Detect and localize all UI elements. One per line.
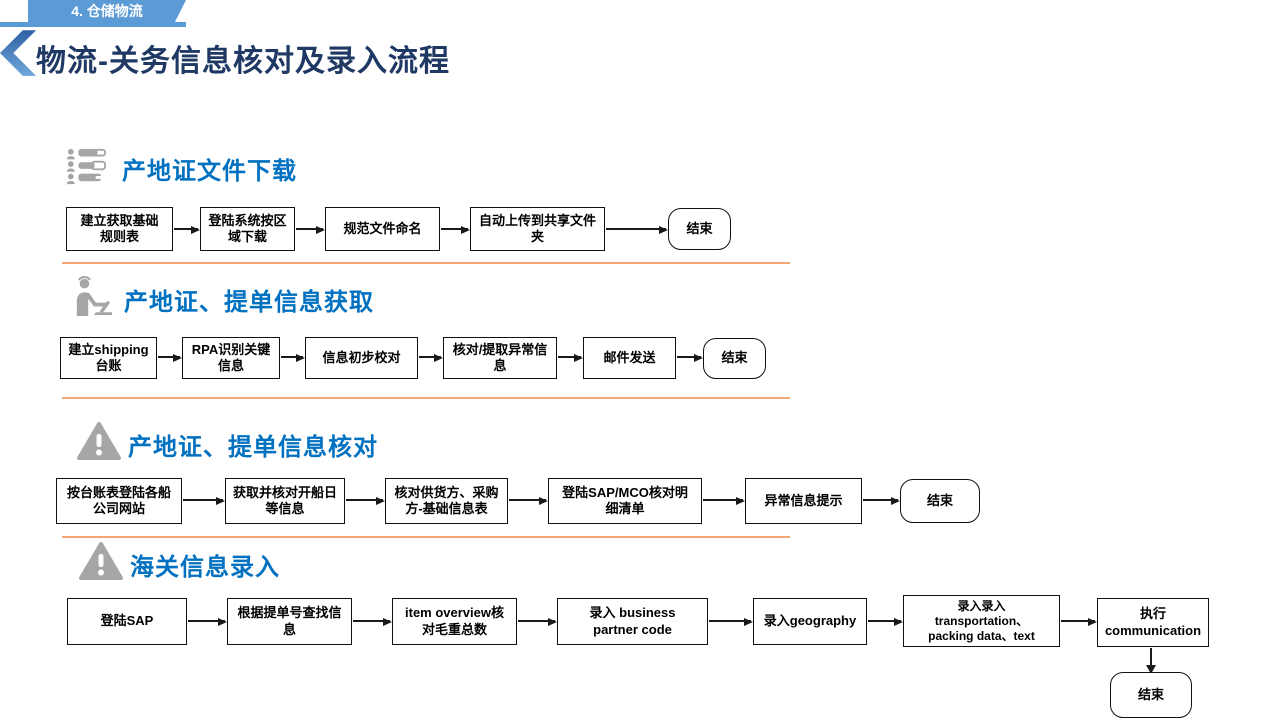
- flow-step: 建立shipping 台账: [60, 337, 157, 379]
- flow-arrow: [281, 354, 305, 362]
- flow-step: 自动上传到共享文件 夹: [470, 207, 605, 251]
- flow-step: RPA识别关键 信息: [182, 337, 280, 379]
- flow-terminator: 结束: [668, 208, 731, 250]
- flow-arrow: [353, 618, 392, 626]
- section-divider: [62, 536, 790, 538]
- section-heading: 产地证文件下载: [122, 158, 297, 185]
- section-tab: 4. 仓储物流: [28, 0, 186, 22]
- flow-arrow: [441, 226, 470, 234]
- flow-step: 登陆系统按区 域下载: [200, 207, 295, 251]
- flow-arrow: [188, 618, 227, 626]
- flow-arrow: [1061, 618, 1097, 626]
- flow-arrow: [677, 354, 703, 362]
- tab-underline: [0, 22, 186, 27]
- flow-arrow: [509, 497, 548, 505]
- flow-arrow: [868, 618, 903, 626]
- flow-arrow: [709, 618, 753, 626]
- section-heading: 产地证、提单信息获取: [124, 289, 374, 316]
- page-title: 物流-关务信息核对及录入流程: [36, 45, 450, 78]
- flow-step: 邮件发送: [583, 337, 676, 379]
- flow-step: 根据提单号查找信 息: [227, 598, 352, 645]
- flow-step: 核对供货方、采购 方-基础信息表: [385, 478, 508, 524]
- flow-terminator: 结束: [1110, 672, 1192, 718]
- section-heading: 产地证、提单信息核对: [128, 434, 378, 461]
- flow-step: 异常信息提示: [745, 478, 862, 524]
- flow-terminator: 结束: [703, 338, 766, 379]
- flow-arrow: [419, 354, 443, 362]
- flow-arrow-down: [1146, 648, 1156, 674]
- warning-icon: [79, 542, 123, 580]
- flow-step: 登陆SAP: [67, 598, 187, 645]
- flow-step: 执行 communication: [1097, 598, 1209, 647]
- flow-terminator: 结束: [900, 479, 980, 523]
- section-divider: [62, 262, 790, 264]
- operator-laptop-icon: [76, 276, 113, 316]
- chevron-left-icon: [0, 30, 37, 76]
- flow-arrow: [158, 354, 182, 362]
- flow-arrow: [606, 226, 668, 234]
- flow-arrow: [703, 497, 745, 505]
- section-divider: [62, 397, 790, 399]
- flow-step: 录入 business partner code: [557, 598, 708, 645]
- warning-icon: [77, 422, 121, 460]
- flow-step: 录入录入 transportation、 packing data、text: [903, 595, 1060, 647]
- flow-arrow: [518, 618, 557, 626]
- section-heading: 海关信息录入: [130, 554, 280, 581]
- flow-arrow: [863, 497, 900, 505]
- flow-arrow: [558, 354, 583, 362]
- flow-step: 获取并核对开船日 等信息: [225, 478, 345, 524]
- flow-step: 核对/提取异常信 息: [443, 337, 557, 379]
- flow-step: 按台账表登陆各船 公司网站: [56, 478, 182, 524]
- flow-step: 建立获取基础 规则表: [66, 207, 173, 251]
- flow-step: 信息初步校对: [305, 337, 418, 379]
- flow-arrow: [174, 226, 200, 234]
- flow-arrow: [346, 497, 385, 505]
- flow-step: 规范文件命名: [325, 207, 440, 251]
- flow-arrow: [296, 226, 325, 234]
- list-people-icon: [67, 148, 107, 185]
- section-tab-label: 4. 仓储物流: [71, 3, 143, 19]
- flow-step: item overview核 对毛重总数: [392, 598, 517, 645]
- flow-step: 录入geography: [753, 598, 867, 645]
- flow-arrow: [183, 497, 225, 505]
- flow-step: 登陆SAP/MCO核对明 细清单: [548, 478, 702, 524]
